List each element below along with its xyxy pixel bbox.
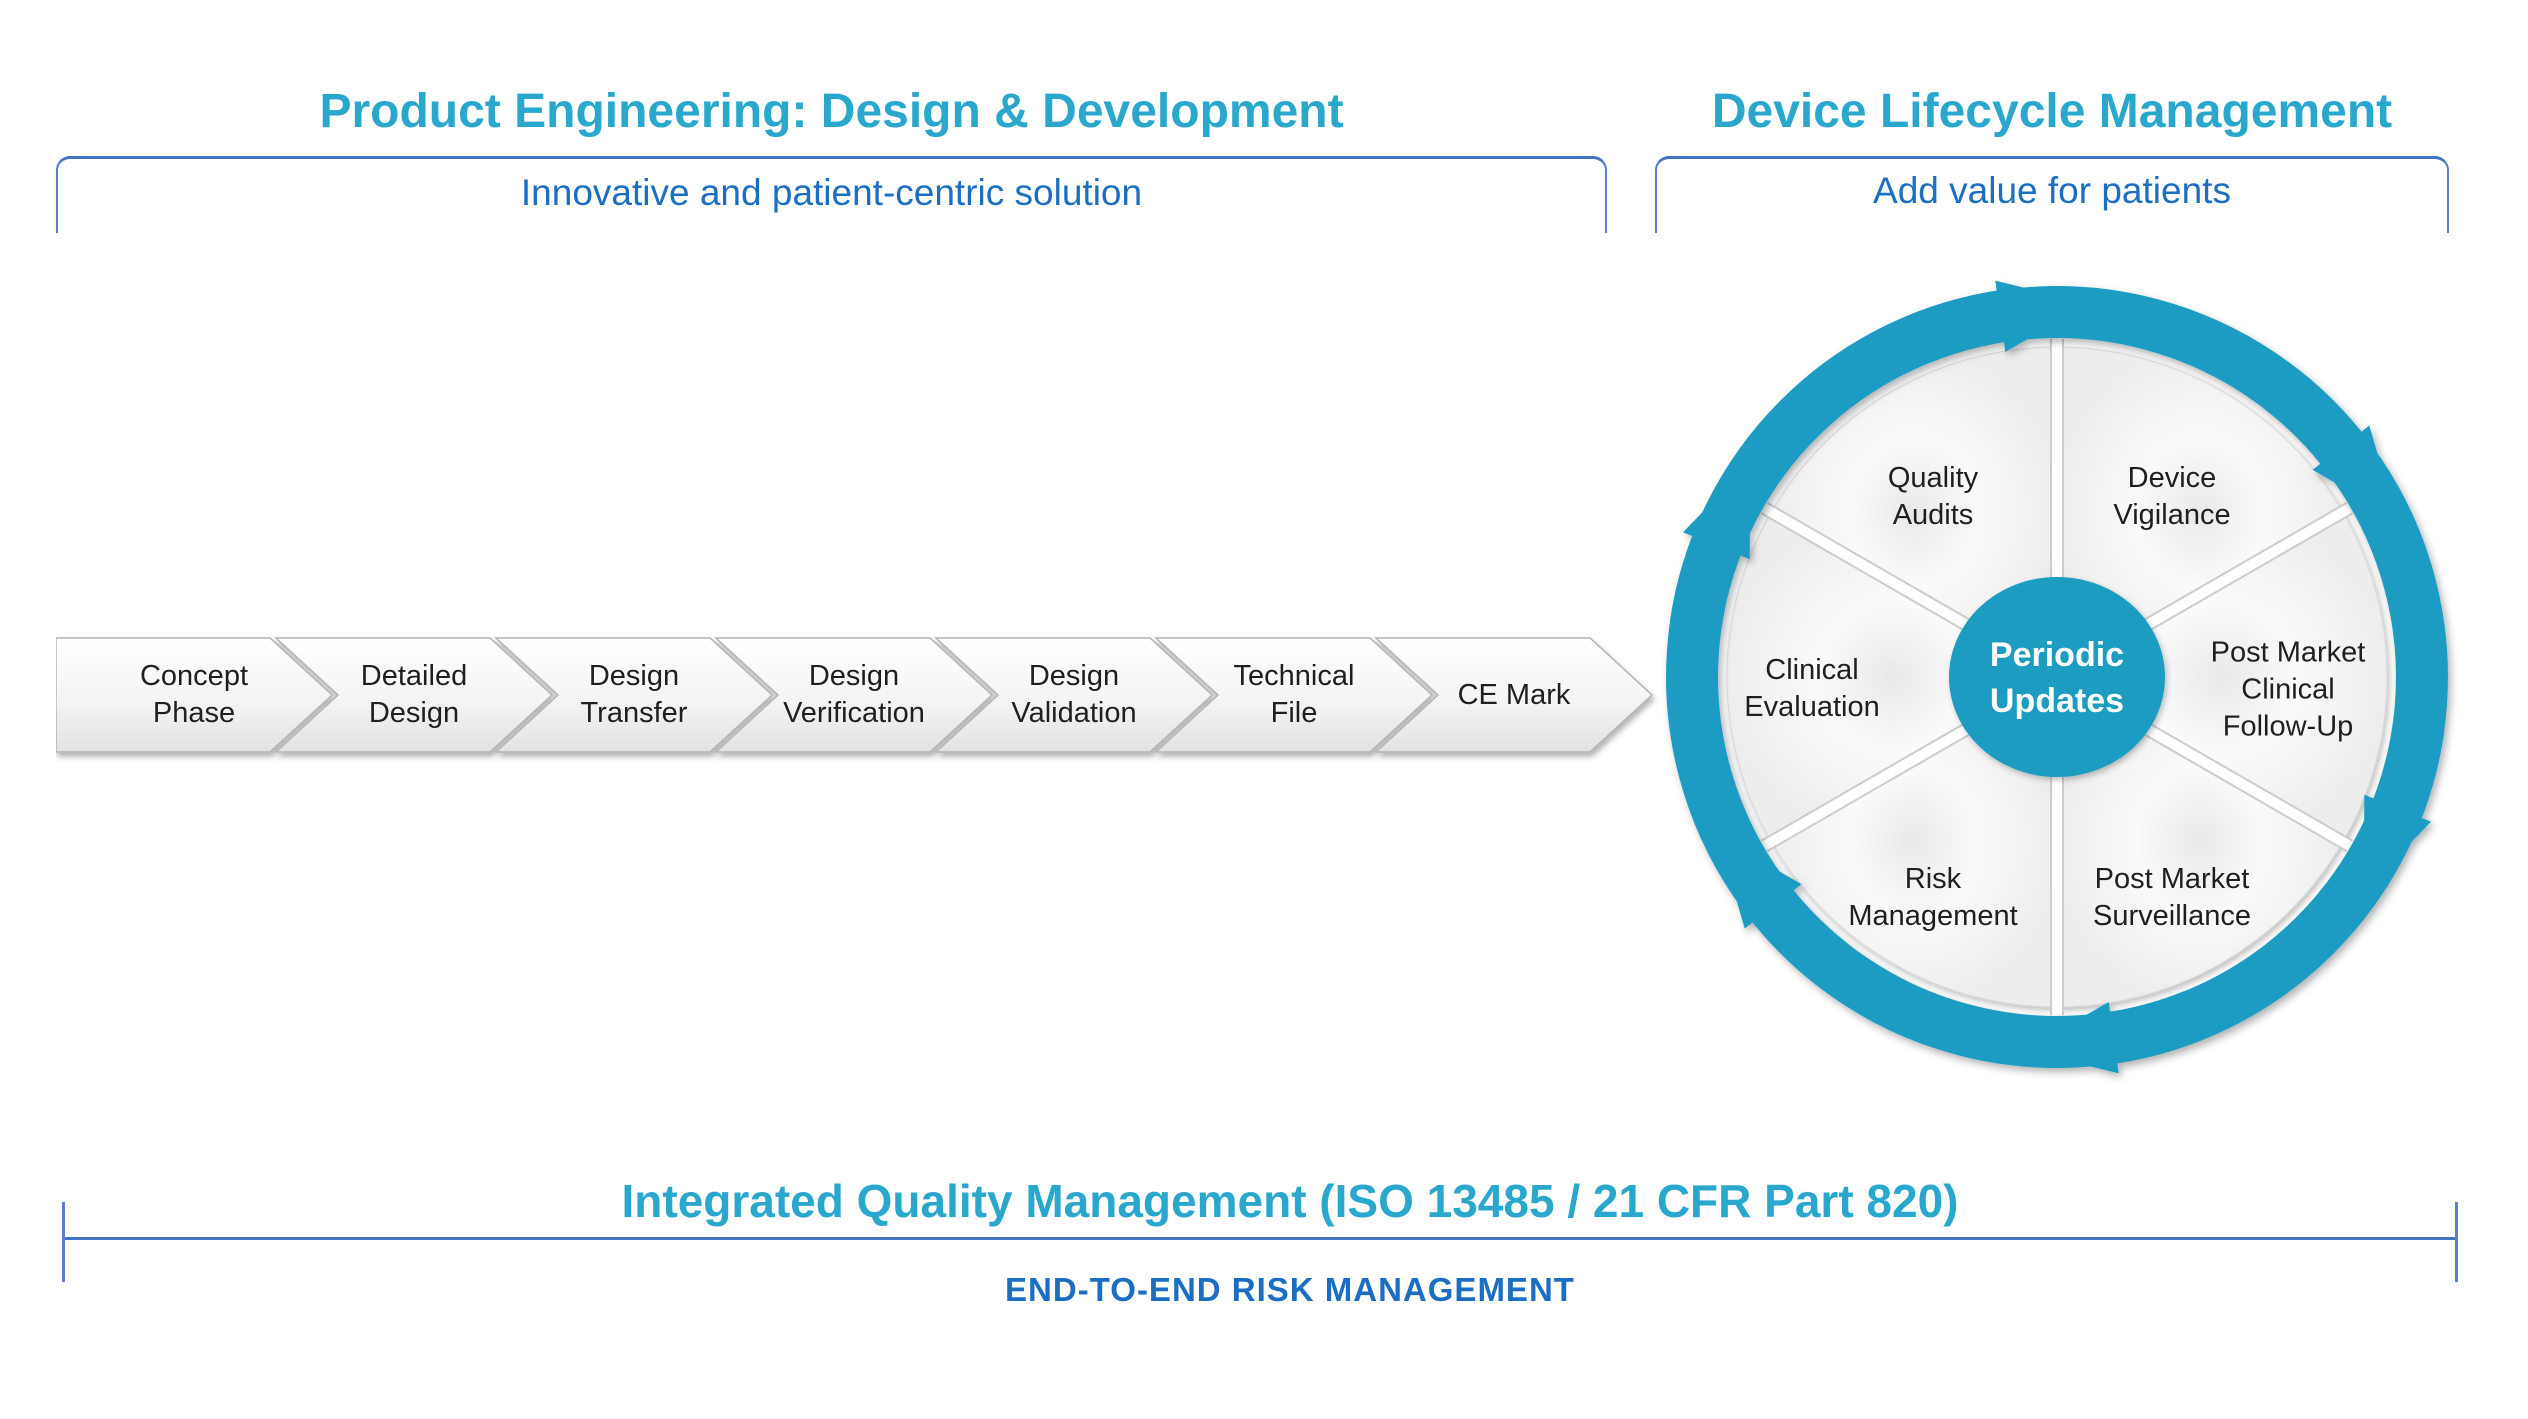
segment-label-post-market-clinical-follow-up: Post Market Clinical Follow-Up <box>2210 636 2366 743</box>
segment-label-post-market-surveillance: Post Market Surveillance <box>2093 863 2251 932</box>
periodic-updates-bubble <box>1949 577 2165 777</box>
chevron-step-design-verification <box>714 637 994 753</box>
chevron-step-technical-file <box>1154 637 1434 753</box>
segment-label-clinical-evaluation: Clinical Evaluation <box>1744 654 1880 723</box>
chevron-step-detailed-design <box>274 637 554 753</box>
footer-bracket-line <box>63 1237 2457 1240</box>
step-label-ce-mark: CE Mark <box>1457 678 1571 711</box>
footer-title: Integrated Quality Management (ISO 13485… <box>621 1175 1959 1227</box>
step-label-detailed-design: Detailed Design <box>360 660 468 729</box>
lifecycle-cycle-diagram <box>1666 280 2448 1074</box>
step-label-concept-phase: Concept Phase <box>139 660 248 729</box>
step-label-design-verification: Design Verification <box>783 660 925 729</box>
step-label-design-validation: Design Validation <box>1011 660 1137 729</box>
right-section-title: Device Lifecycle Management <box>1711 85 2393 138</box>
wedge-clinical-evaluation <box>1726 511 2059 843</box>
left-section-title: Product Engineering: Design & Developmen… <box>319 85 1344 138</box>
step-label-design-transfer: Design Transfer <box>580 660 688 729</box>
chevron-step-ce-mark <box>1374 637 1654 753</box>
left-section-subtitle: Innovative and patient-centric solution <box>520 172 1143 213</box>
footer-bracket-left-cap <box>62 1202 65 1282</box>
footer-bracket-right-cap <box>2455 1202 2458 1282</box>
segment-label-risk-management: Risk Management <box>1848 863 2018 932</box>
chevron-step-concept-phase <box>56 637 334 753</box>
right-section-subtitle: Add value for patients <box>1873 170 2231 211</box>
segment-label-quality-audits: Quality Audits <box>1887 462 1979 531</box>
periodic-updates-label: Periodic Updates <box>1989 636 2125 720</box>
left-section-bracket <box>56 156 1607 233</box>
chevron-step-design-transfer <box>494 637 774 753</box>
wedge-post-market-clinical-follow-up <box>2055 511 2388 843</box>
step-label-technical-file: Technical File <box>1233 660 1355 729</box>
footer-subtitle: END-TO-END RISK MANAGEMENT <box>1005 1271 1575 1308</box>
chevron-step-design-validation <box>934 637 1214 753</box>
process-flow-chevrons <box>56 637 1654 753</box>
segment-label-device-vigilance: Device Vigilance <box>2113 462 2231 531</box>
right-section-bracket <box>1655 156 2449 233</box>
cycle-arrow-left <box>1666 462 1849 986</box>
